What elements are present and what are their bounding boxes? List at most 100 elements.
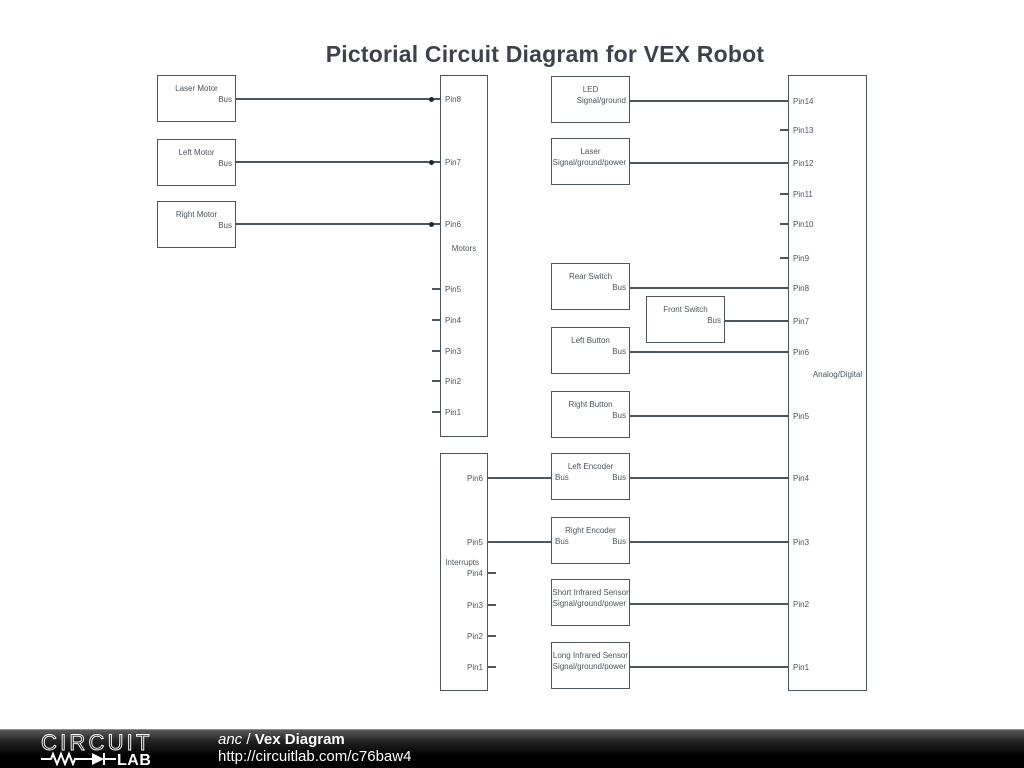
component-title: Left Motor	[178, 148, 215, 157]
wire-led-to-ad-pin14	[630, 100, 788, 102]
component-title: Left Encoder	[567, 462, 614, 471]
pin-tick	[432, 288, 440, 290]
component-rear-switch[interactable]: Rear Switch Bus	[551, 263, 630, 310]
pin-tick	[432, 319, 440, 321]
pin-label-bus: Bus	[707, 316, 721, 325]
ad-pin9-label: Pin9	[793, 254, 810, 263]
pin-tick	[488, 604, 496, 606]
footer-separator: /	[242, 731, 255, 748]
pin-tick	[780, 257, 788, 259]
footer-bar: CIRCUIT LAB anc / Vex Diagram http://cir…	[0, 729, 1024, 768]
pin-tick	[432, 350, 440, 352]
component-title: LED	[582, 85, 599, 94]
wire-long-ir-to-ad-pin1	[630, 666, 788, 668]
pin-tick	[780, 129, 788, 131]
wire-short-ir-to-ad-pin2	[630, 603, 788, 605]
component-title: Front Switch	[663, 305, 708, 314]
pin-label-signal-ground-power: Signal/ground/power	[552, 599, 626, 608]
component-left-encoder[interactable]: Left Encoder Bus Bus	[551, 453, 630, 500]
component-left-button[interactable]: Left Button Bus	[551, 327, 630, 374]
motors-pin4-label: Pin4	[445, 316, 462, 325]
ad-pin3-label: Pin3	[793, 538, 810, 547]
ic-motors[interactable]: Pin8 Pin7 Pin6 Pin5 Pin4 Pin3 Pin2 Pin1 …	[440, 75, 488, 437]
pin-tick	[488, 572, 496, 574]
component-right-button[interactable]: Right Button Bus	[551, 391, 630, 438]
junction-dot	[429, 96, 434, 102]
pin-tick	[780, 223, 788, 225]
ad-pin4-label: Pin4	[793, 474, 810, 483]
logo-circuit-text: CIRCUIT	[41, 732, 153, 755]
wire-right-motor-to-motors-pin6	[236, 223, 440, 225]
motors-pin6-label: Pin6	[445, 220, 462, 229]
pin-tick	[432, 411, 440, 413]
component-title: Long Infrared Sensor	[552, 651, 629, 660]
pin-tick	[432, 380, 440, 382]
ad-pin10-label: Pin10	[793, 220, 814, 229]
pin-label-signal-ground-power: Signal/ground/power	[552, 662, 626, 671]
ad-pin8-label: Pin8	[793, 284, 810, 293]
component-title: Right Motor	[175, 210, 218, 219]
component-left-motor[interactable]: Left Motor Bus	[157, 139, 236, 186]
pin-label-bus-right: Bus	[612, 537, 626, 546]
logo-lab-text: LAB	[117, 752, 151, 766]
pin-label-bus-left: Bus	[555, 537, 569, 546]
ad-pin2-label: Pin2	[793, 600, 810, 609]
pin-tick	[488, 635, 496, 637]
component-laser-motor[interactable]: Laser Motor Bus	[157, 75, 236, 122]
component-front-switch[interactable]: Front Switch Bus	[646, 296, 725, 343]
wire-front-switch-to-ad-pin7	[725, 320, 788, 322]
footer-url[interactable]: http://circuitlab.com/c76baw4	[218, 748, 412, 765]
component-right-motor[interactable]: Right Motor Bus	[157, 201, 236, 248]
motors-pin1-label: Pin1	[445, 408, 462, 417]
analog-digital-label: Analog/Digital	[812, 370, 863, 379]
pin-tick	[780, 193, 788, 195]
component-title: Short Infrared Sensor	[552, 588, 629, 597]
ic-analog-digital[interactable]: Pin14 Pin13 Pin12 Pin11 Pin10 Pin9 Pin8 …	[788, 75, 867, 691]
junction-dot	[429, 221, 434, 227]
pin-label-bus: Bus	[612, 411, 626, 420]
footer-author[interactable]: anc	[218, 731, 243, 748]
ad-pin13-label: Pin13	[793, 126, 814, 135]
diode-triangle-icon	[92, 753, 104, 765]
footer-text: anc / Vex Diagram http://circuitlab.com/…	[218, 731, 411, 765]
wire-interrupts-pin6-to-left-encoder	[488, 477, 551, 479]
component-short-infrared-sensor[interactable]: Short Infrared Sensor Signal/ground/powe…	[551, 579, 630, 626]
component-right-encoder[interactable]: Right Encoder Bus Bus	[551, 517, 630, 564]
pin-label-bus: Bus	[218, 221, 232, 230]
footer-title-line: anc / Vex Diagram	[218, 731, 411, 748]
pin-tick	[488, 666, 496, 668]
ad-pin7-label: Pin7	[793, 317, 810, 326]
interrupts-pin6-label: Pin6	[466, 474, 483, 483]
junction-dot	[429, 159, 434, 165]
interrupts-pin3-label: Pin3	[466, 601, 483, 610]
ic-interrupts[interactable]: Pin6 Pin5 Pin4 Pin3 Pin2 Pin1 Interrupts	[440, 453, 488, 691]
component-title: Laser Motor	[175, 84, 218, 93]
component-title: Right Button	[568, 400, 613, 409]
pin-label-bus: Bus	[218, 159, 232, 168]
motors-pin2-label: Pin2	[445, 377, 462, 386]
ad-pin6-label: Pin6	[793, 348, 810, 357]
circuitlab-logo[interactable]: CIRCUIT LAB	[40, 732, 180, 766]
wire-left-button-to-ad-pin6	[630, 351, 788, 353]
pin-label-bus-left: Bus	[555, 473, 569, 482]
pin-label-signal-ground-power: Signal/ground/power	[552, 158, 626, 167]
component-title: Left Button	[571, 336, 610, 345]
wire-right-button-to-ad-pin5	[630, 415, 788, 417]
motors-label: Motors	[451, 244, 477, 253]
ad-pin5-label: Pin5	[793, 412, 810, 421]
footer-diagram-name[interactable]: Vex Diagram	[254, 731, 345, 748]
ad-pin11-label: Pin11	[793, 190, 813, 199]
component-laser[interactable]: Laser Signal/ground/power	[551, 138, 630, 185]
component-led[interactable]: LED Signal/ground	[551, 76, 630, 123]
wire-laser-motor-to-motors-pin8	[236, 98, 440, 100]
pin-label-bus: Bus	[612, 283, 626, 292]
component-long-infrared-sensor[interactable]: Long Infrared Sensor Signal/ground/power	[551, 642, 630, 689]
wire-left-motor-to-motors-pin7	[236, 161, 440, 163]
ad-pin12-label: Pin12	[793, 159, 814, 168]
interrupts-label: Interrupts	[445, 558, 479, 567]
wire-laser-to-ad-pin12	[630, 162, 788, 164]
component-title: Laser	[580, 147, 601, 156]
wire-rear-switch-to-ad-pin8	[630, 287, 788, 289]
ad-pin1-label: Pin1	[793, 663, 810, 672]
